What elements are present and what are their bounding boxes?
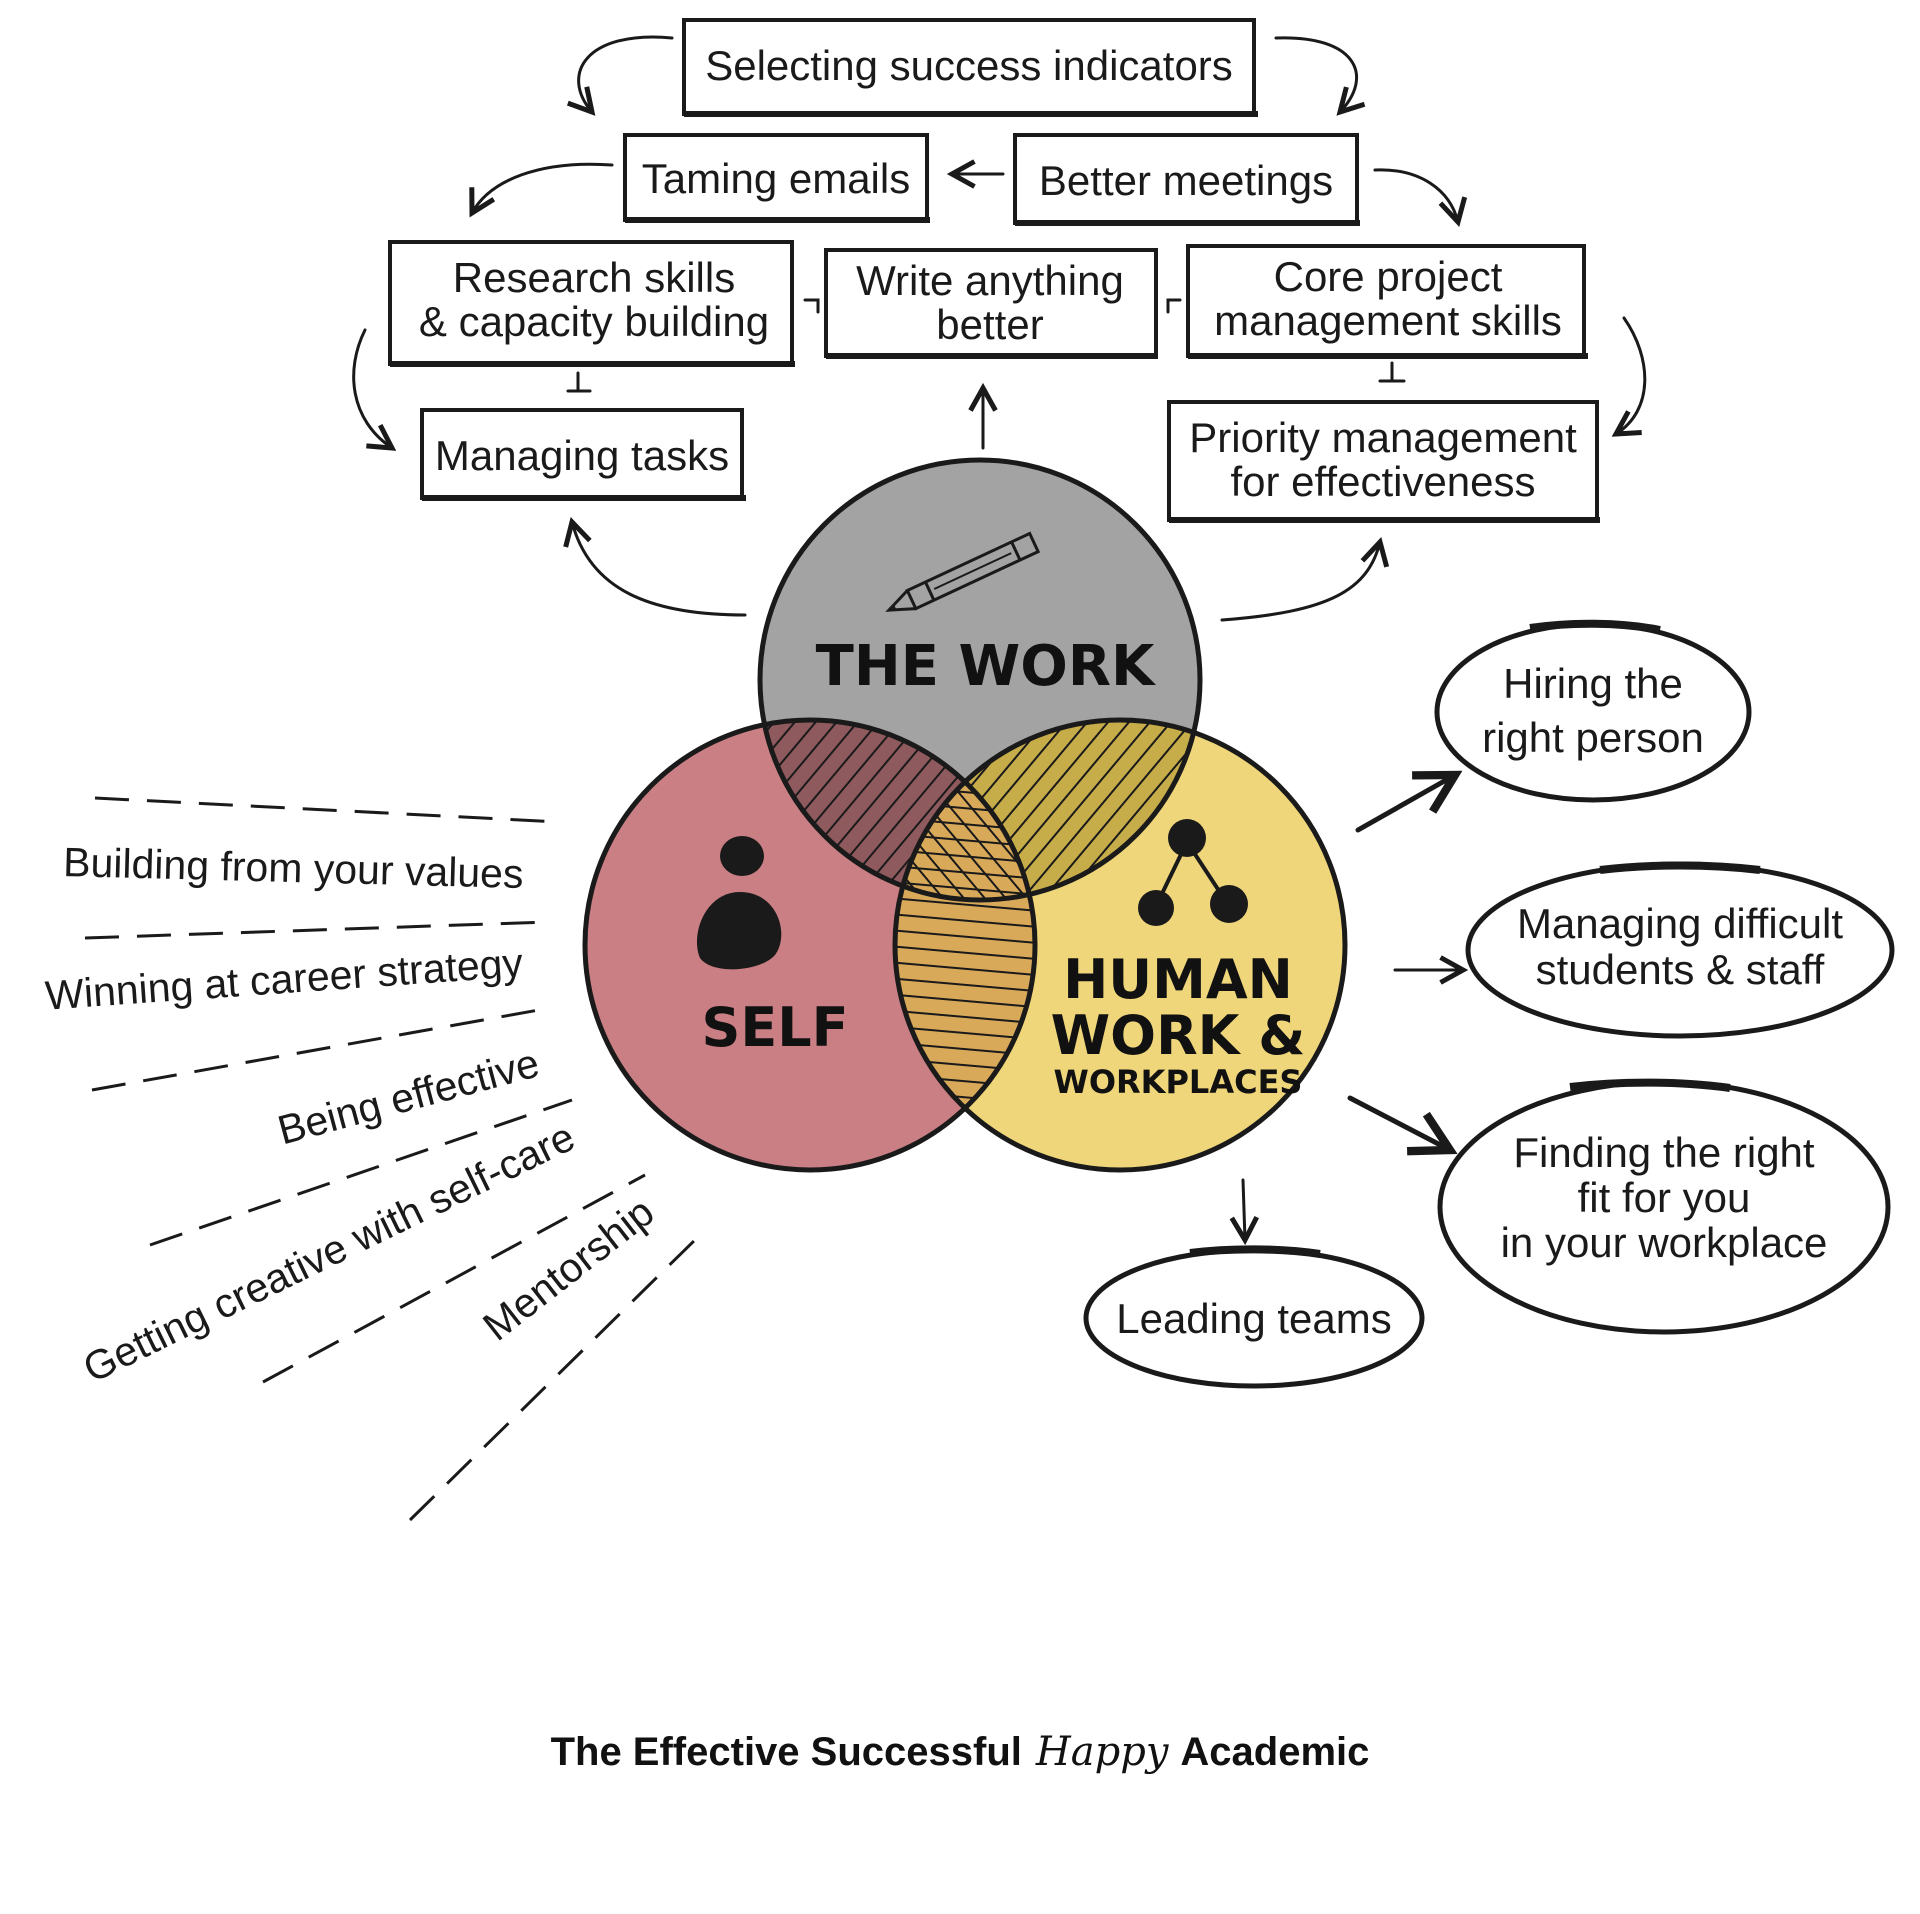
dashed-divider (262, 1173, 646, 1384)
dashed-divider (91, 1006, 551, 1092)
self-item: Building from your values (63, 839, 524, 897)
arrow (1243, 1178, 1245, 1240)
box-label-line2: management skills (1214, 297, 1562, 344)
footer-part3: Academic (1180, 1730, 1369, 1774)
oval-label-line1: Hiring the (1503, 660, 1683, 707)
self-item: Mentorship (474, 1188, 662, 1349)
box-core-project: Core project management skills (1186, 244, 1588, 359)
box-managing-tasks: Managing tasks (420, 408, 746, 501)
curved-arrow (1616, 316, 1647, 434)
human-circle-title-line3: WORKPLACES (1054, 1063, 1303, 1101)
curved-arrow (572, 522, 747, 617)
curved-arrow (1373, 168, 1458, 222)
oval-label-line2: right person (1482, 714, 1704, 761)
curved-arrow (1220, 542, 1380, 622)
connector (566, 371, 592, 393)
box-label-line1: Research skills (453, 254, 735, 301)
human-circle-title-line1: HUMAN (1063, 948, 1293, 1011)
connector (1378, 361, 1406, 383)
box-label: Taming emails (642, 155, 910, 202)
oval-leading-teams: Leading teams (1083, 1245, 1425, 1389)
person-icon (696, 836, 782, 970)
oval-label: Leading teams (1116, 1295, 1392, 1342)
oval-hiring: Hiring the right person (1434, 619, 1752, 803)
dashed-divider (94, 796, 561, 824)
self-item: Being effective (273, 1040, 544, 1154)
self-item: Winning at career strategy (44, 939, 525, 1018)
box-better-meetings: Better meetings (1013, 133, 1360, 226)
self-circle-outline (582, 717, 1038, 1173)
self-dashed-lines (84, 796, 702, 1522)
oval-label-line1: Managing difficult (1517, 900, 1843, 947)
arrow (1347, 1095, 1450, 1150)
curved-arrow (1274, 36, 1357, 112)
top-arrows (352, 35, 1647, 622)
footer-part1: The Effective Successful (551, 1730, 1022, 1774)
venn-diagram (582, 457, 1348, 1173)
box-label: Managing tasks (435, 432, 729, 479)
connector (803, 298, 820, 314)
box-label-line1: Write anything (856, 257, 1124, 304)
curved-arrow (352, 328, 392, 448)
box-label: Selecting success indicators (705, 42, 1233, 89)
box-label-line1: Priority management (1189, 414, 1577, 461)
curved-arrow (472, 162, 614, 213)
human-arrows (1243, 775, 1463, 1240)
human-circle-title-line2: WORK & (1051, 1004, 1306, 1067)
work-circle-outline (757, 457, 1203, 903)
dashed-divider (84, 920, 549, 940)
box-label: Better meetings (1039, 157, 1333, 204)
oval-label-line1: Finding the right (1513, 1129, 1815, 1176)
oval-label-line2: students & staff (1536, 946, 1825, 993)
pencil-icon (885, 531, 1041, 612)
oval-label-line2: fit for you (1578, 1174, 1751, 1221)
box-selecting-success-indicators: Selecting success indicators (682, 18, 1258, 117)
box-research-skills: Research skills & capacity building (388, 240, 795, 367)
arrow (1355, 775, 1455, 833)
box-label-line2: for effectiveness (1230, 458, 1535, 505)
self-item: Getting creative with self-care (76, 1113, 582, 1391)
brand-footer: The Effective Successful Happy Academic (551, 1729, 1370, 1775)
curved-arrow (579, 35, 674, 112)
oval-finding-fit: Finding the right fit for you in your wo… (1437, 1078, 1891, 1335)
work-circle-title: THE WORK (816, 634, 1157, 699)
box-priority-management: Priority management for effectiveness (1167, 400, 1600, 523)
box-label-line2: better (936, 301, 1043, 348)
connector (1166, 298, 1182, 314)
oval-managing-difficult: Managing difficult students & staff (1465, 861, 1895, 1039)
box-label-line1: Core project (1274, 253, 1503, 300)
box-taming-emails: Taming emails (623, 133, 930, 223)
oval-label-line3: in your workplace (1501, 1219, 1828, 1266)
dashed-divider (149, 1098, 573, 1247)
footer-part2: Happy (1035, 1729, 1170, 1775)
network-icon (1138, 819, 1248, 926)
box-label-line2: & capacity building (419, 298, 769, 345)
dashed-divider (408, 1233, 702, 1522)
box-write-anything: Write anything better (824, 248, 1158, 359)
human-circle-outline (892, 717, 1348, 1173)
self-circle-title: SELF (701, 996, 848, 1059)
